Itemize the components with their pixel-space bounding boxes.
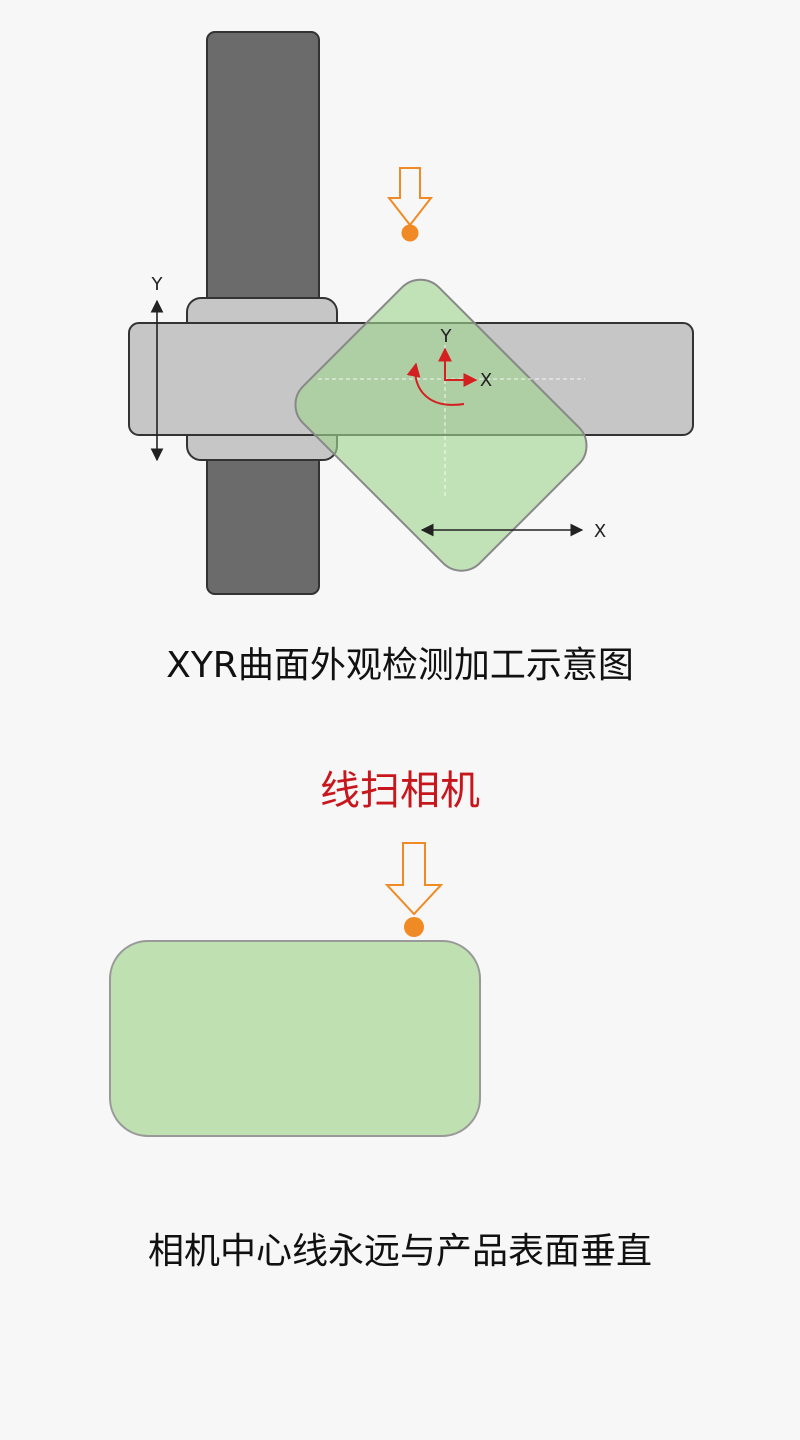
center-x-label: X <box>480 370 492 391</box>
x-axis-label: X <box>594 521 606 542</box>
top-diagram-caption: XYR曲面外观检测加工示意图 <box>166 645 634 686</box>
product-surface <box>109 940 481 1137</box>
camera-focus-point <box>401 224 419 242</box>
line-scan-camera-arrow-icon <box>384 842 444 916</box>
line-scan-camera-heading: 线扫相机 <box>320 768 480 814</box>
camera-arrow-icon <box>386 167 434 227</box>
line-scan-focus-point <box>404 917 424 937</box>
bottom-diagram-caption: 相机中心线永远与产品表面垂直 <box>147 1231 652 1272</box>
rotation-arrow-icon <box>406 362 465 406</box>
center-y-label: Y <box>440 326 453 347</box>
y-axis-label: Y <box>151 274 164 295</box>
rotated-product <box>294 278 588 572</box>
